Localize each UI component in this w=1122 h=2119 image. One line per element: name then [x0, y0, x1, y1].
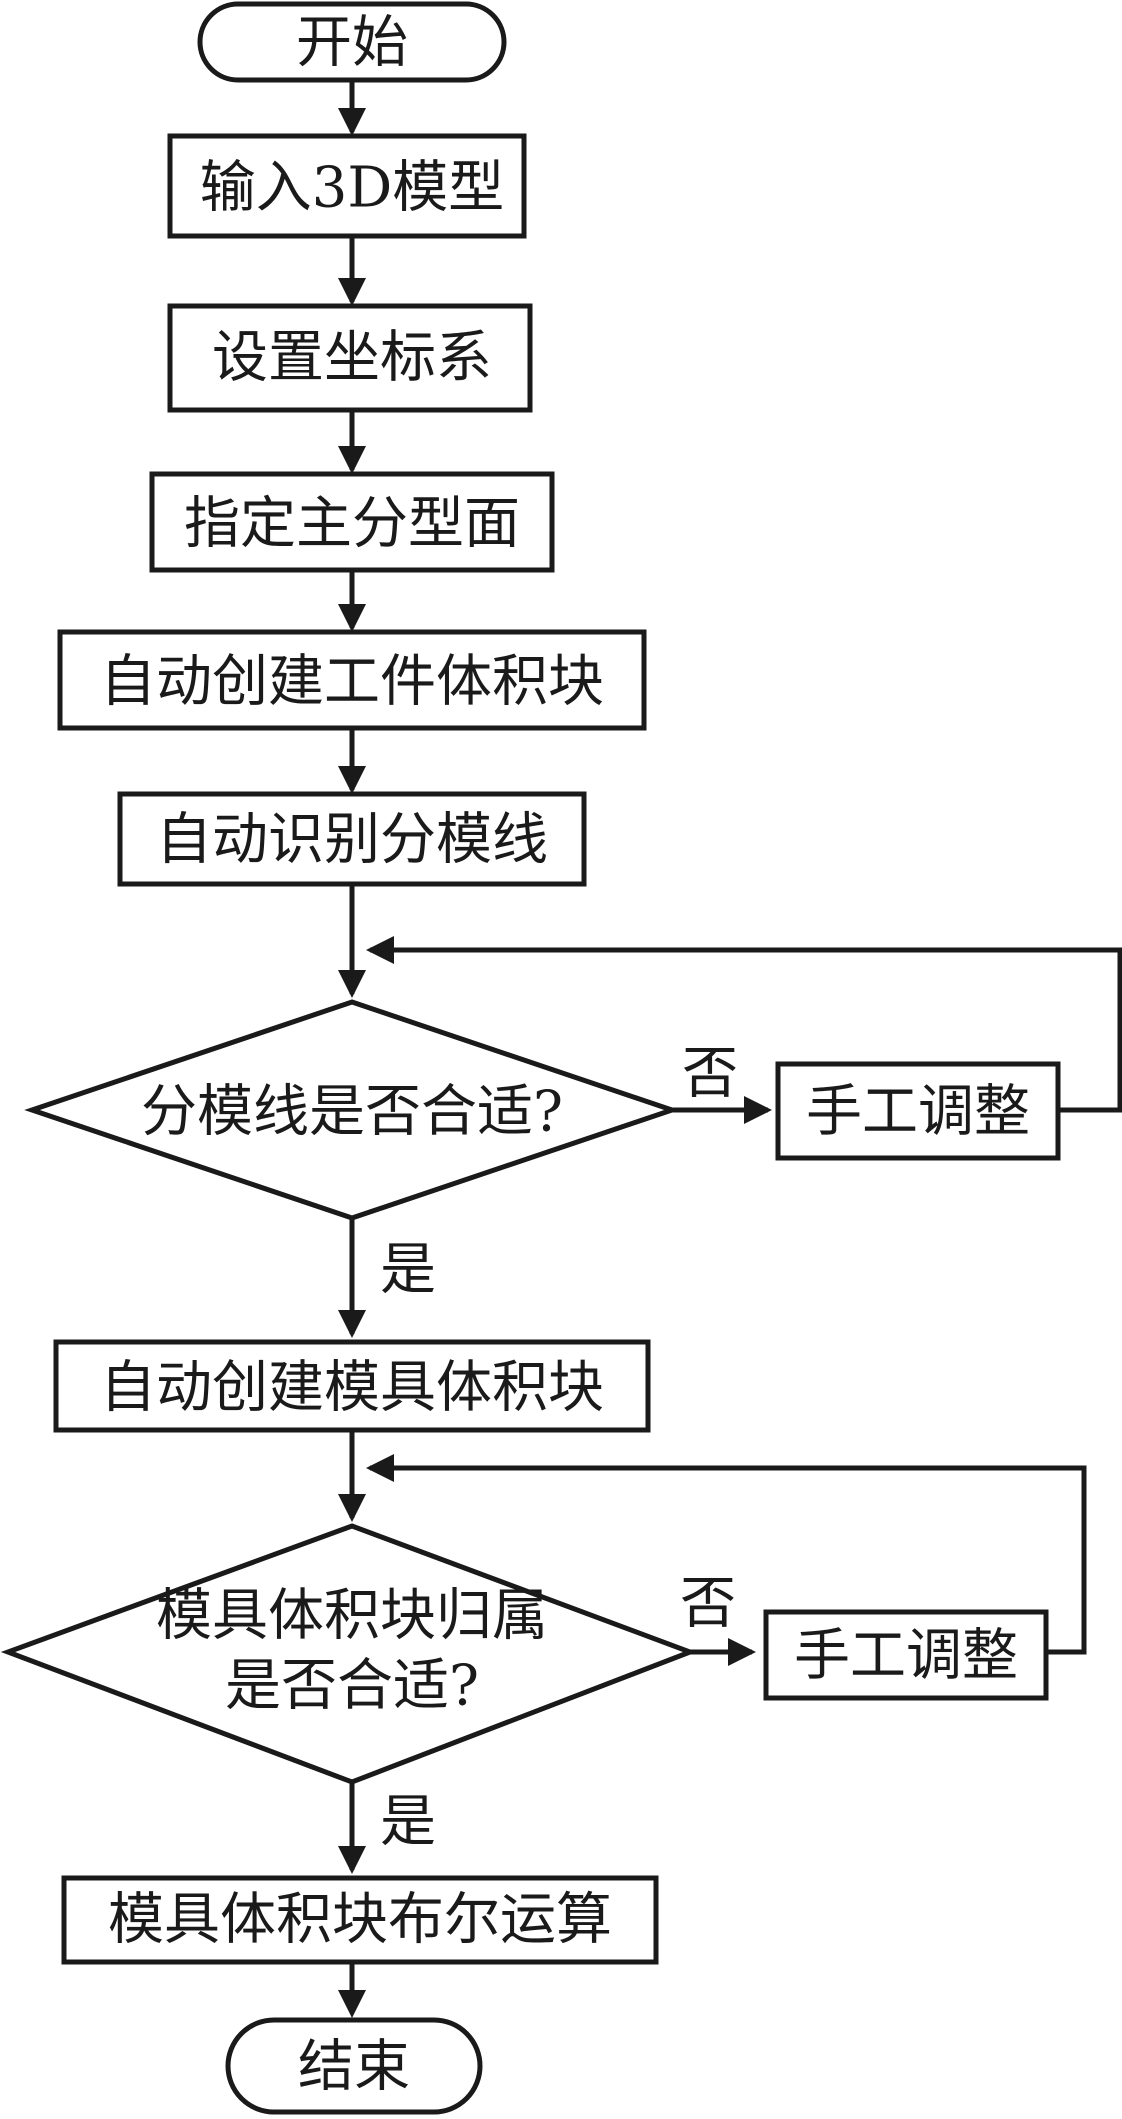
end-label: 结束: [298, 2035, 410, 2100]
set-coord-label: 设置坐标系: [212, 326, 492, 391]
arrowhead: [338, 1494, 366, 1522]
arrowhead: [338, 108, 366, 136]
process-workpiece-block: 自动创建工件体积块: [57, 629, 647, 731]
arrowhead: [338, 970, 366, 998]
parting-line-label: 自动识别分模线: [156, 808, 548, 873]
process-parting-line: 自动识别分模线: [117, 791, 587, 887]
manual1-label: 手工调整: [806, 1080, 1030, 1145]
start-terminator: 开始: [197, 1, 507, 83]
process-boolean-op: 模具体积块布尔运算: [61, 1875, 659, 1965]
loop1-return: [370, 947, 1122, 1113]
main-parting-box: [149, 471, 555, 573]
boolean-op-box: [61, 1875, 659, 1965]
main-parting-label: 指定主分型面: [184, 492, 520, 557]
process-input-model: 输入3D模型: [167, 133, 527, 239]
arrowhead: [744, 1096, 772, 1124]
arrowhead: [366, 1454, 394, 1482]
decision-parting-line: 分模线是否合适?: [24, 999, 680, 1221]
arrowhead: [338, 446, 366, 474]
manual2-label: 手工调整: [794, 1624, 1018, 1689]
mold-block-box: [53, 1339, 651, 1433]
process-main-parting: 指定主分型面: [149, 471, 555, 573]
arrowhead: [338, 278, 366, 306]
decision1-label: 分模线是否合适?: [141, 1080, 563, 1145]
arrowheads: [338, 108, 772, 2018]
decision2-label-line1: 模具体积块归属: [156, 1584, 548, 1649]
arrowhead: [338, 1310, 366, 1338]
start-shape: [197, 1, 507, 83]
process-manual-adjust-2: 手工调整: [763, 1609, 1049, 1701]
end-terminator: 结束: [225, 2017, 483, 2115]
arrowhead: [338, 1990, 366, 2018]
input-model-box: [167, 133, 527, 239]
process-manual-adjust-1: 手工调整: [775, 1061, 1061, 1161]
manual2-box: [763, 1609, 1049, 1701]
loop2-return: [370, 1465, 1087, 1655]
set-coord-box: [167, 303, 533, 413]
decision1-diamond: [24, 999, 680, 1221]
arrowhead: [338, 604, 366, 632]
end-shape: [225, 2017, 483, 2115]
boolean-op-label: 模具体积块布尔运算: [108, 1888, 612, 1953]
process-mold-block: 自动创建模具体积块: [53, 1339, 651, 1433]
decision1-yes-label: 是: [380, 1238, 436, 1303]
decision2-diamond: [0, 1523, 698, 1785]
decision1-no-label: 否: [682, 1042, 738, 1107]
mold-block-label: 自动创建模具体积块: [100, 1356, 604, 1421]
arrowhead: [728, 1638, 756, 1666]
decision-mold-block: 模具体积块归属 是否合适?: [0, 1523, 698, 1785]
process-set-coord: 设置坐标系: [167, 303, 533, 413]
input-model-label: 输入3D模型: [200, 156, 505, 221]
start-label: 开始: [296, 11, 408, 76]
manual1-box: [775, 1061, 1061, 1161]
arrowhead: [338, 766, 366, 794]
workpiece-block-label: 自动创建工件体积块: [100, 650, 604, 715]
decision2-yes-label: 是: [380, 1790, 436, 1855]
workpiece-block-box: [57, 629, 647, 731]
arrowhead: [366, 936, 394, 964]
arrowhead: [338, 1846, 366, 1874]
decision2-no-label: 否: [680, 1572, 736, 1637]
parting-line-box: [117, 791, 587, 887]
decision2-label-line2: 是否合适?: [225, 1654, 479, 1719]
